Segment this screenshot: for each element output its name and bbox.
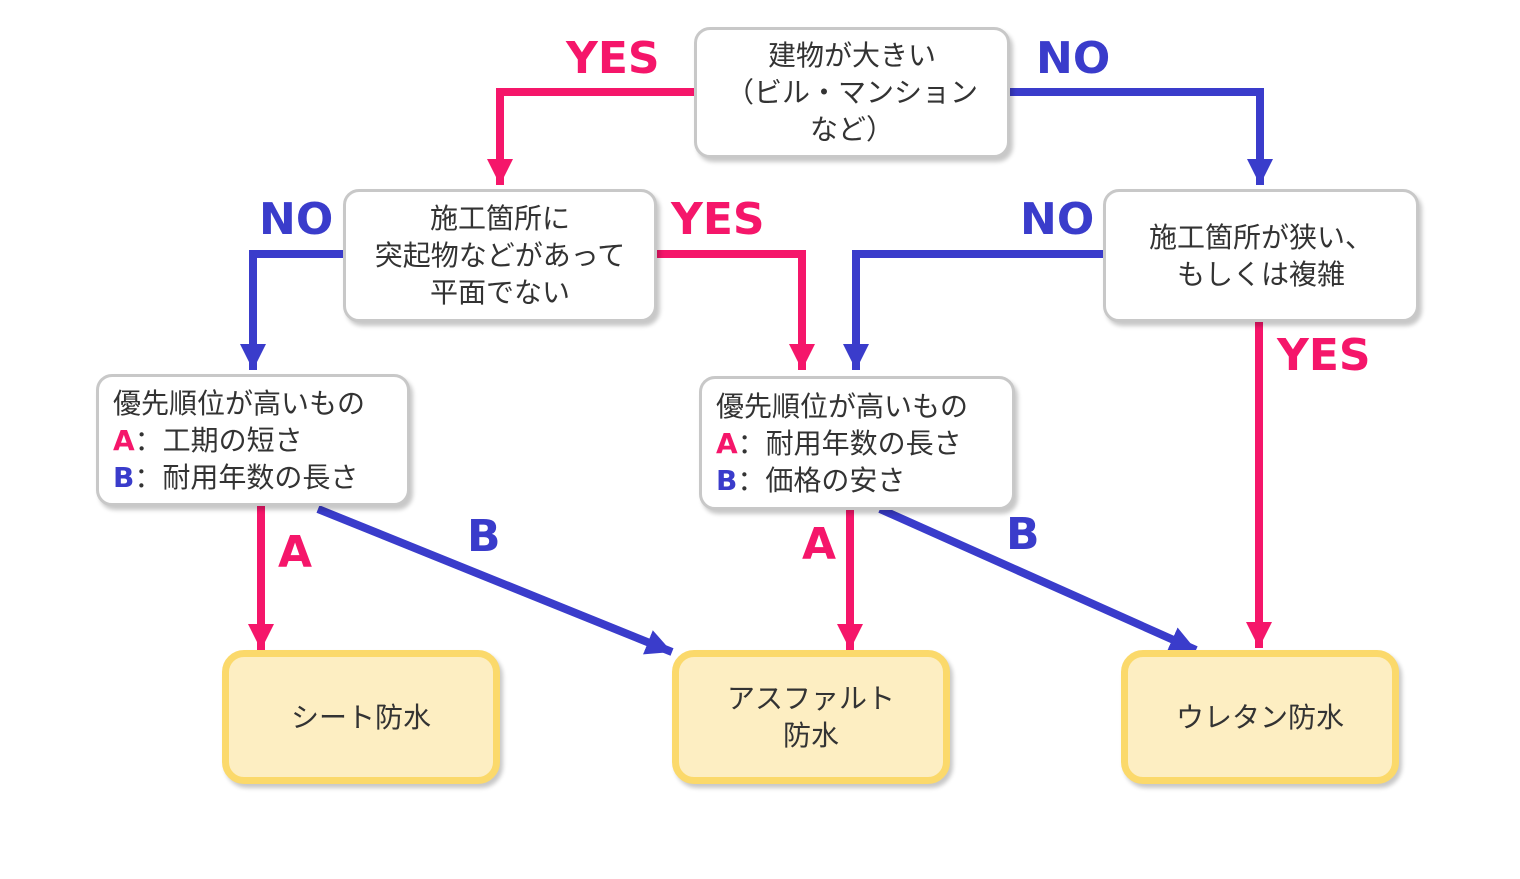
node-line: 施工箇所が狭い、 bbox=[1148, 220, 1373, 254]
edge-building-yes bbox=[487, 88, 694, 185]
label-top-yes: YES bbox=[566, 33, 660, 84]
node-building-large: 建物が大きい （ビル・マンション など） bbox=[694, 27, 1010, 158]
node-line: もしくは複雑 bbox=[1176, 257, 1345, 291]
node-line: 突起物などがあって bbox=[374, 239, 626, 272]
node-priority-left: 優先順位が高いもの A：工期の短さ B：耐用年数の長さ bbox=[96, 374, 410, 506]
label-center-b: B bbox=[1006, 509, 1040, 560]
node-line: など） bbox=[809, 113, 894, 146]
result-line: アスファルト bbox=[726, 682, 895, 715]
option-a-text: ：工期の短さ bbox=[134, 423, 303, 457]
label-narrow-yes: YES bbox=[1277, 330, 1371, 381]
node-narrow-site: 施工箇所が狭い、 もしくは複雑 bbox=[1103, 189, 1419, 322]
option-b-key: B bbox=[716, 463, 738, 497]
option-a-key: A bbox=[716, 426, 738, 460]
result-line: ウレタン防水 bbox=[1175, 700, 1344, 734]
result-line: シート防水 bbox=[290, 700, 431, 734]
result-asphalt-waterproofing: アスファルト 防水 bbox=[672, 650, 950, 784]
node-line: 平面でない bbox=[429, 276, 570, 309]
edge-center-b bbox=[878, 505, 1198, 654]
node-line: （ビル・マンション bbox=[725, 76, 978, 109]
priority-option-a: A：工期の短さ bbox=[113, 422, 303, 459]
priority-option-b: B：耐用年数の長さ bbox=[113, 459, 358, 496]
priority-option-b: B：価格の安さ bbox=[716, 462, 905, 499]
label-narrow-no: NO bbox=[1020, 194, 1095, 245]
option-a-key: A bbox=[113, 423, 135, 457]
label-left-b: B bbox=[467, 511, 501, 562]
node-uneven-site: 施工箇所に 突起物などがあって 平面でない bbox=[343, 189, 657, 322]
label-uneven-no: NO bbox=[259, 194, 334, 245]
label-uneven-yes: YES bbox=[671, 194, 765, 245]
node-priority-center: 優先順位が高いもの A：耐用年数の長さ B：価格の安さ bbox=[699, 376, 1015, 510]
edge-uneven-no bbox=[240, 250, 343, 370]
option-b-text: ：耐用年数の長さ bbox=[134, 460, 359, 494]
node-line: 施工箇所に bbox=[429, 202, 570, 235]
priority-heading: 優先順位が高いもの bbox=[113, 386, 366, 420]
priority-option-a: A：耐用年数の長さ bbox=[716, 425, 962, 462]
result-urethane-waterproofing: ウレタン防水 bbox=[1121, 650, 1399, 784]
label-top-no: NO bbox=[1036, 33, 1111, 84]
result-line: 防水 bbox=[782, 719, 839, 752]
edge-left-b bbox=[316, 505, 674, 656]
edge-narrow-no bbox=[843, 250, 1103, 370]
label-left-a: A bbox=[278, 527, 313, 578]
result-sheet-waterproofing: シート防水 bbox=[222, 650, 500, 784]
node-line: 建物が大きい bbox=[767, 39, 936, 72]
option-b-text: ：価格の安さ bbox=[737, 463, 906, 497]
edge-building-no bbox=[1010, 88, 1273, 185]
edge-uneven-yes bbox=[657, 250, 815, 370]
priority-heading: 優先順位が高いもの bbox=[716, 389, 969, 423]
label-center-a: A bbox=[802, 519, 837, 570]
option-b-key: B bbox=[113, 460, 135, 494]
option-a-text: ：耐用年数の長さ bbox=[737, 426, 962, 460]
